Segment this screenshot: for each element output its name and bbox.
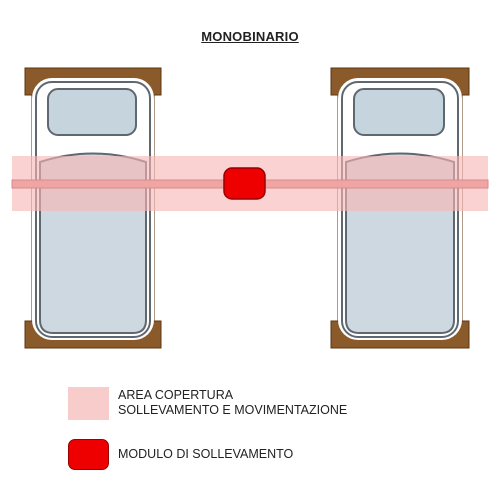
- legend-coverage-line2: SOLLEVAMENTO E MOVIMENTAZIONE: [118, 403, 348, 417]
- legend-coverage-swatch: [68, 387, 109, 420]
- diagram-title: MONOBINARIO: [201, 29, 299, 44]
- bed-right-pillow: [353, 88, 445, 136]
- legend-module-swatch: [68, 439, 109, 470]
- legend-coverage-label: AREA COPERTURA SOLLEVAMENTO E MOVIMENTAZ…: [118, 388, 347, 418]
- legend-coverage-line1: AREA COPERTURA: [118, 388, 234, 402]
- legend-module-label: MODULO DI SOLLEVAMENTO: [118, 447, 294, 461]
- lifting-module: [223, 167, 266, 200]
- bed-left-pillow: [47, 88, 137, 136]
